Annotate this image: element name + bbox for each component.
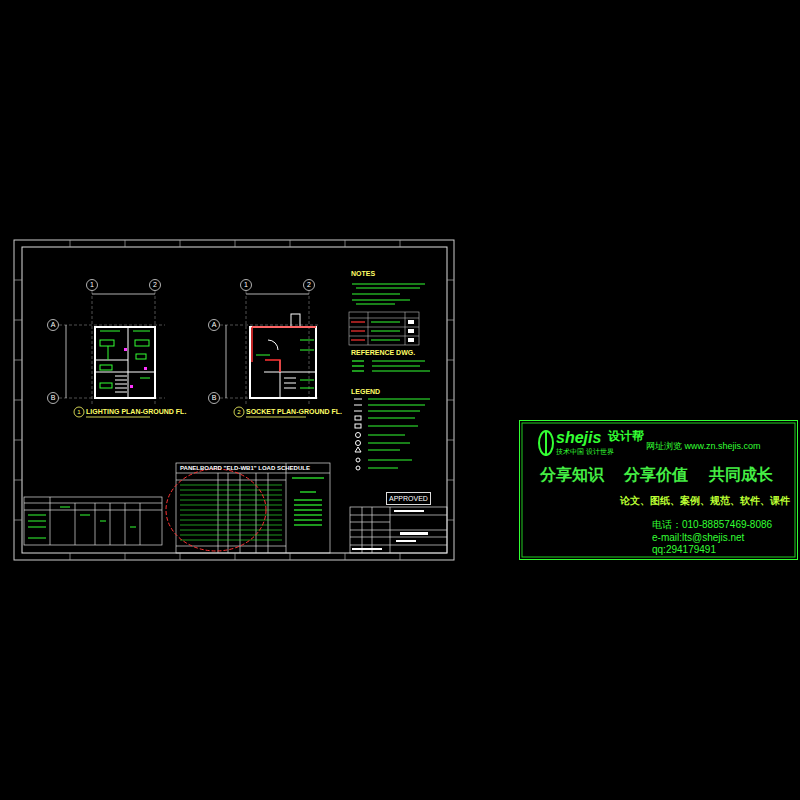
node-text: 设计帮: [608, 430, 644, 443]
grid-bubble-label: 1: [77, 409, 80, 416]
grid-bubble-label: 1: [244, 281, 248, 289]
drawing-label: LIGHTING PLAN-GROUND FL.: [86, 408, 186, 416]
node-text: 技术中国 设计世界: [556, 448, 614, 456]
node-text: qq:294179491: [652, 544, 716, 555]
grid-bubble-label: B: [212, 394, 217, 402]
drawing-label: NOTES: [351, 270, 375, 278]
node-text: 分享知识 分享价值 共同成长: [540, 466, 773, 484]
grid-bubble-label: A: [51, 321, 56, 329]
node-text: e-mail:lts@shejis.net: [652, 532, 744, 543]
grid-bubble-label: 2: [307, 281, 311, 289]
drawing-label: REFERENCE DWG.: [351, 349, 415, 357]
grid-bubble-label: 2: [153, 281, 157, 289]
drawing-label: SOCKET PLAN-GROUND FL.: [246, 408, 342, 416]
node-text: shejis: [556, 429, 601, 447]
drawing-label: LEGEND: [351, 388, 380, 396]
node-text: APPROVED: [389, 495, 428, 503]
grid-bubble-label: 2: [237, 409, 240, 416]
node-text: 电话：010-88857469-8086: [652, 519, 772, 530]
grid-bubble-label: A: [212, 321, 217, 329]
node-text: 论文、图纸、案例、规范、软件、课件: [620, 495, 790, 506]
node-text: 网址浏览 www.zn.shejis.com: [646, 442, 761, 452]
drawing-label: PANELBOARD "ELD-WB1" LOAD SCHEDULE: [180, 465, 310, 472]
grid-bubble-label: 1: [90, 281, 94, 289]
grid-bubble-label: B: [51, 394, 56, 402]
watermark-box: shejis 设计帮技术中国 设计世界 网址浏览 www.zn.shejis.com…: [519, 420, 798, 560]
approval-stamp: APPROVED: [386, 492, 431, 505]
